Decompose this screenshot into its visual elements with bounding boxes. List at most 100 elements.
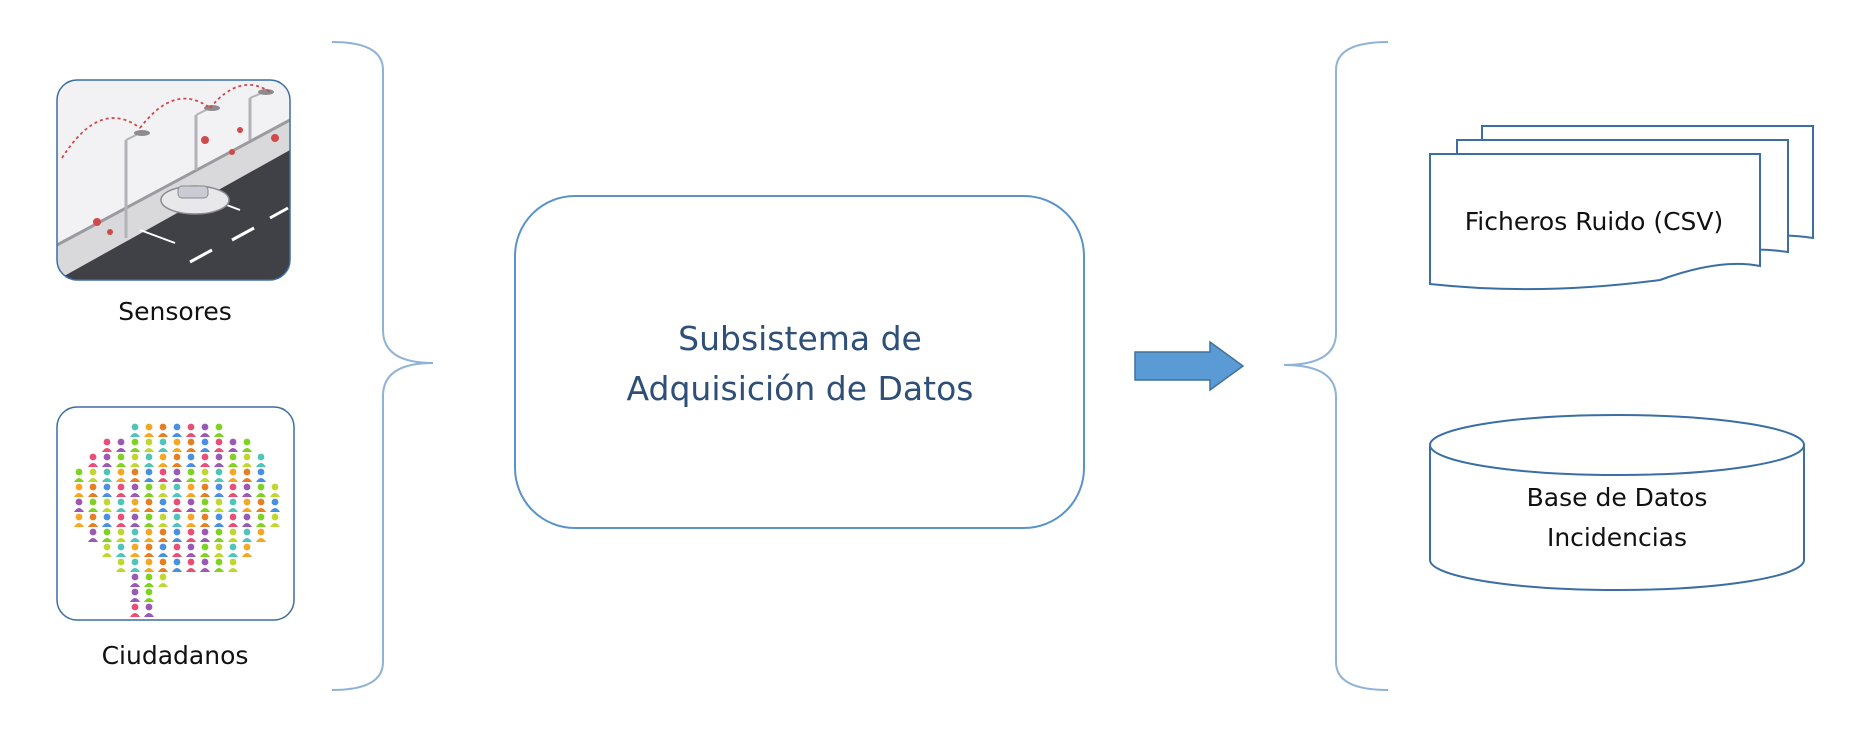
person-head bbox=[117, 453, 125, 461]
person-head bbox=[145, 483, 153, 491]
person-head bbox=[215, 468, 223, 476]
person-head bbox=[271, 498, 279, 506]
person-body bbox=[88, 523, 98, 527]
person-head bbox=[201, 543, 209, 551]
person-head bbox=[187, 453, 195, 461]
person-head bbox=[159, 483, 167, 491]
person-body bbox=[228, 493, 238, 497]
person-head bbox=[201, 498, 209, 506]
person-head bbox=[229, 438, 237, 446]
acquisition-subsystem-box bbox=[514, 195, 1085, 529]
person-body bbox=[158, 523, 168, 527]
person-head bbox=[187, 498, 195, 506]
person-head bbox=[173, 453, 181, 461]
person-body bbox=[172, 493, 182, 497]
person-head bbox=[257, 453, 265, 461]
person-head bbox=[103, 513, 111, 521]
person-head bbox=[201, 528, 209, 536]
person-head bbox=[229, 483, 237, 491]
person-body bbox=[228, 448, 238, 452]
person-head bbox=[243, 498, 251, 506]
person-body bbox=[214, 478, 224, 482]
person-body bbox=[214, 493, 224, 497]
person-head bbox=[117, 468, 125, 476]
person-head bbox=[103, 468, 111, 476]
person-head bbox=[131, 573, 139, 581]
person-head bbox=[229, 453, 237, 461]
person-head bbox=[215, 438, 223, 446]
person-head bbox=[159, 513, 167, 521]
person-head bbox=[89, 498, 97, 506]
person-head bbox=[187, 468, 195, 476]
person-body bbox=[214, 508, 224, 512]
person-head bbox=[243, 528, 251, 536]
person-head bbox=[215, 498, 223, 506]
person-head bbox=[243, 453, 251, 461]
left-curly-bracket bbox=[331, 41, 434, 691]
person-body bbox=[214, 523, 224, 527]
person-body bbox=[200, 493, 210, 497]
person-head bbox=[131, 423, 139, 431]
person-body bbox=[186, 553, 196, 557]
person-head bbox=[117, 513, 125, 521]
person-head bbox=[131, 543, 139, 551]
csv-files-icon bbox=[1429, 125, 1814, 291]
person-head bbox=[89, 513, 97, 521]
person-body bbox=[214, 568, 224, 572]
person-head bbox=[257, 513, 265, 521]
person-head bbox=[243, 438, 251, 446]
person-body bbox=[214, 433, 224, 437]
person-body bbox=[74, 493, 84, 497]
subsystem-title-line1: Subsistema de bbox=[678, 319, 922, 358]
person-head bbox=[215, 513, 223, 521]
person-head bbox=[89, 468, 97, 476]
person-body bbox=[186, 568, 196, 572]
person-head bbox=[215, 558, 223, 566]
person-body bbox=[228, 478, 238, 482]
person-head bbox=[187, 483, 195, 491]
person-head bbox=[187, 423, 195, 431]
person-head bbox=[117, 528, 125, 536]
person-body bbox=[158, 538, 168, 542]
person-head bbox=[159, 438, 167, 446]
person-head bbox=[229, 498, 237, 506]
person-head bbox=[243, 483, 251, 491]
person-head bbox=[173, 423, 181, 431]
person-body bbox=[74, 478, 84, 482]
csv-files-label: Ficheros Ruido (CSV) bbox=[1465, 207, 1724, 236]
person-body bbox=[242, 493, 252, 497]
person-head bbox=[145, 468, 153, 476]
person-body bbox=[228, 508, 238, 512]
person-head bbox=[145, 588, 153, 596]
database-label-line1: Base de Datos bbox=[1527, 483, 1708, 512]
person-head bbox=[201, 483, 209, 491]
person-body bbox=[88, 508, 98, 512]
person-body bbox=[130, 598, 140, 602]
person-head bbox=[75, 513, 83, 521]
person-body bbox=[242, 448, 252, 452]
person-body bbox=[144, 493, 154, 497]
subsystem-title-line2: Adquisición de Datos bbox=[627, 369, 974, 408]
person-body bbox=[186, 478, 196, 482]
person-body bbox=[144, 463, 154, 467]
person-body bbox=[116, 538, 126, 542]
person-head bbox=[201, 468, 209, 476]
person-body bbox=[144, 583, 154, 587]
person-body bbox=[130, 523, 140, 527]
person-body bbox=[200, 553, 210, 557]
person-head bbox=[243, 513, 251, 521]
person-head bbox=[131, 483, 139, 491]
person-head bbox=[187, 543, 195, 551]
person-body bbox=[256, 463, 266, 467]
person-head bbox=[103, 543, 111, 551]
person-body bbox=[186, 433, 196, 437]
person-head bbox=[131, 453, 139, 461]
person-head bbox=[117, 498, 125, 506]
person-body bbox=[102, 463, 112, 467]
person-head bbox=[145, 528, 153, 536]
person-head bbox=[159, 558, 167, 566]
person-head bbox=[117, 558, 125, 566]
person-body bbox=[102, 478, 112, 482]
person-body bbox=[228, 553, 238, 557]
person-body bbox=[200, 448, 210, 452]
